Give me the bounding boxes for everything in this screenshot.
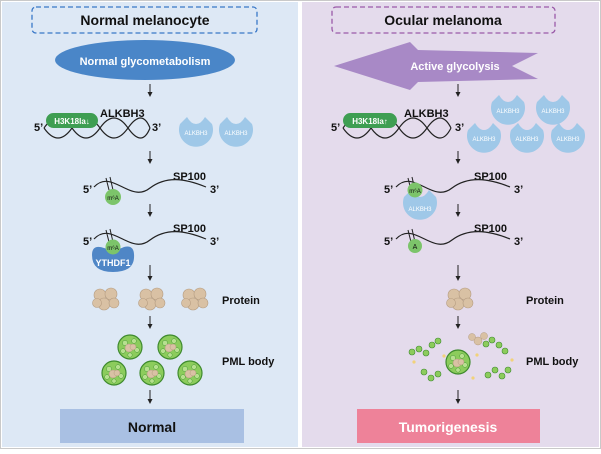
left-ythdf1-label: YTHDF1 — [95, 258, 130, 268]
right-m6a-label: m⁶A — [409, 188, 420, 195]
left-m6a-mark-2 — [105, 239, 121, 255]
right-pml-label: PML body — [526, 356, 579, 368]
left-pml-label: PML body — [222, 356, 275, 368]
right-mrna2-5prime: 5’ — [384, 236, 393, 248]
left-mrna2-tick-a — [105, 229, 110, 243]
right-alkbh3-enzyme-1-label: ALKBH3 — [496, 109, 520, 115]
left-pml-body-3 — [101, 360, 127, 386]
right-histone-badge — [343, 113, 397, 128]
left-mrna1-3prime: 3’ — [210, 184, 219, 196]
right-bound-alkbh3-label: ALKBH3 — [408, 207, 432, 213]
left-metabolism-ellipse — [55, 40, 235, 80]
right-dna-5prime: 5’ — [331, 122, 340, 134]
left-mrna2-3prime: 3’ — [210, 236, 219, 248]
right-gene-label: ALKBH3 — [404, 108, 449, 120]
left-m6a-label-2: m⁶A — [107, 245, 118, 252]
right-mrna2-tick-a — [407, 229, 412, 243]
right-protein — [446, 287, 474, 311]
right-pml-body — [445, 349, 471, 375]
right-alkbh3-enzyme-5-label: ALKBH3 — [556, 137, 580, 143]
left-gene-label: ALKBH3 — [100, 108, 145, 120]
right-dna-3prime: 3’ — [455, 122, 464, 134]
left-alkbh3-enzyme-1-label: ALKBH3 — [184, 131, 208, 137]
left-dna-3prime: 3’ — [152, 122, 161, 134]
left-title-box — [31, 6, 258, 34]
left-outcome-box — [60, 409, 244, 443]
right-a-mark — [408, 239, 422, 253]
right-dna-strand-2 — [342, 117, 452, 139]
right-mrna1-strand — [395, 179, 511, 193]
left-mrna1-tick-b — [109, 176, 114, 191]
left-histone-label: H3K18la↓ — [54, 117, 90, 126]
left-protein-1 — [92, 287, 120, 311]
left-m6a-mark-1 — [105, 189, 121, 205]
right-outcome-box — [357, 409, 540, 443]
right-histone-label: H3K18la↑ — [352, 117, 388, 126]
left-mrna1-strand — [93, 179, 207, 193]
left-metabolism-label: Normal glycometabolism — [80, 56, 211, 68]
right-pml-debris — [408, 332, 514, 382]
left-outcome-label: Normal — [128, 419, 176, 435]
right-mrna1-3prime: 3’ — [514, 184, 523, 196]
right-title: Ocular melanoma — [384, 12, 502, 28]
left-protein-label: Protein — [222, 295, 260, 307]
left-dna-strand-2 — [43, 117, 151, 139]
left-pml-body-2 — [157, 334, 183, 360]
left-title: Normal melanocyte — [80, 12, 209, 28]
left-m6a-label-1: m⁶A — [107, 195, 118, 202]
right-a-label: A — [413, 244, 418, 251]
right-m6a-mark — [407, 182, 423, 198]
left-mrna1-5prime: 5’ — [83, 184, 92, 196]
right-title-box — [331, 6, 556, 34]
right-protein-label: Protein — [526, 295, 564, 307]
right-mrna2-strand — [395, 231, 511, 245]
left-mrna1-tick-a — [105, 177, 110, 191]
left-mrna2-strand — [93, 231, 207, 245]
left-pml-body-5 — [177, 360, 203, 386]
right-alkbh3-enzyme-2-label: ALKBH3 — [541, 109, 565, 115]
left-pml-body-1 — [117, 334, 143, 360]
left-ythdf1-reader — [92, 246, 135, 272]
left-histone-badge — [46, 113, 98, 128]
right-mrna1-5prime: 5’ — [384, 184, 393, 196]
right-alkbh3-enzyme-4-label: ALKBH3 — [515, 137, 539, 143]
right-outcome-label: Tumorigenesis — [399, 419, 498, 435]
right-alkbh3-enzyme-3-label: ALKBH3 — [472, 137, 496, 143]
right-mrna2-3prime: 3’ — [514, 236, 523, 248]
left-dna-5prime: 5’ — [34, 122, 43, 134]
right-metabolism-label: Active glycolysis — [410, 61, 499, 73]
left-pml-body-4 — [139, 360, 165, 386]
left-alkbh3-enzyme-2-label: ALKBH3 — [224, 131, 248, 137]
left-protein-3 — [181, 287, 209, 311]
right-glycolysis-arrow — [334, 42, 538, 90]
left-protein-2 — [138, 287, 166, 311]
left-mrna2-5prime: 5’ — [83, 236, 92, 248]
